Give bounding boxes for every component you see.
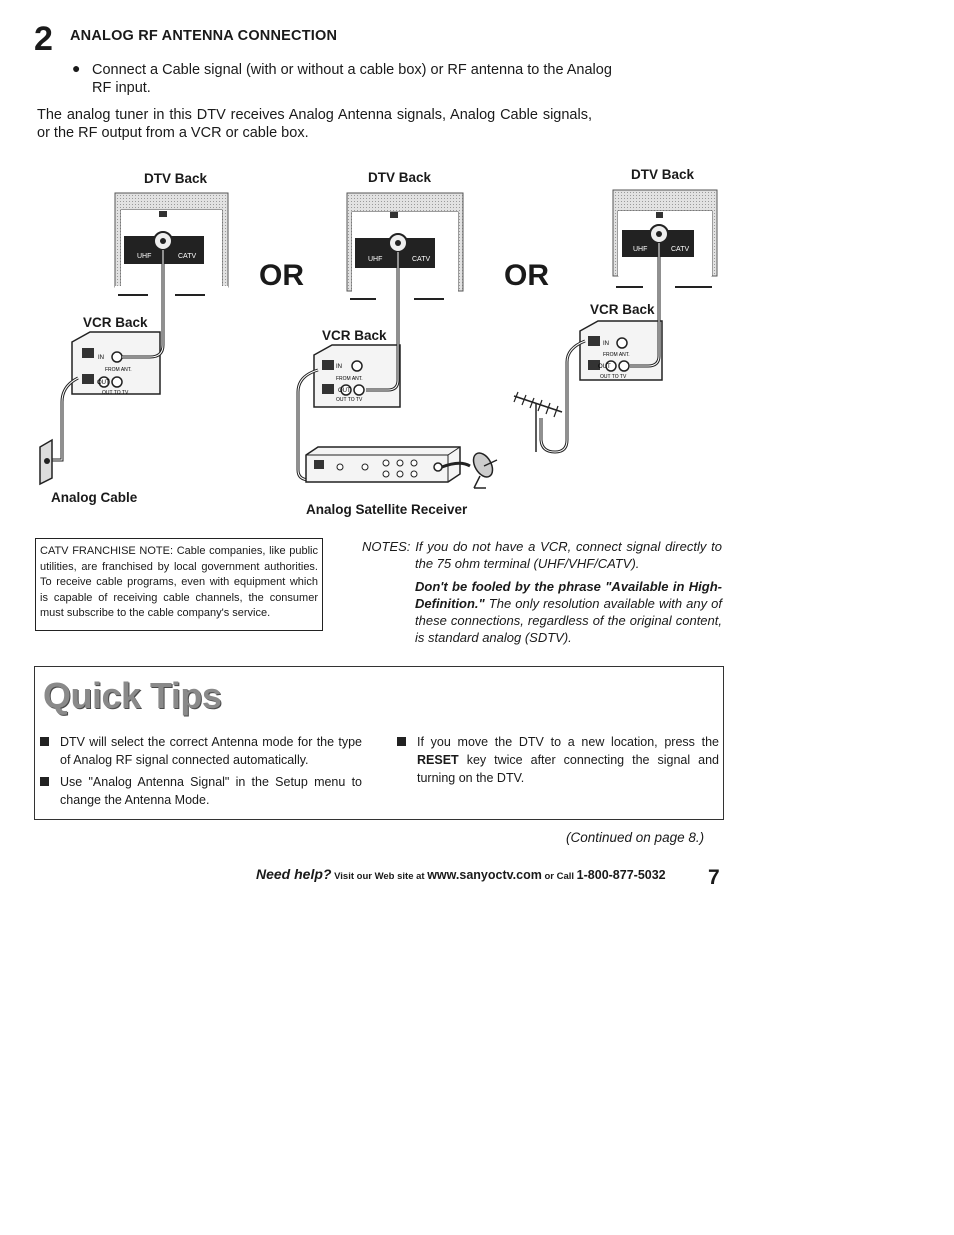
tip-3-text: If you move the DTV to a new location, p… — [397, 733, 719, 787]
vcr-3: IN FROM ANT. OUT OUT TO TV — [579, 320, 663, 381]
satellite-dish-icon — [472, 452, 498, 489]
or-label-2: OR — [504, 259, 549, 292]
dtv-panel-1: UHF CATV — [114, 192, 229, 296]
notes-bold-phrase: Don't be fooled by the phrase "Available… — [415, 579, 722, 611]
vcr-from-ant-label-3: FROM ANT. — [603, 352, 630, 358]
tip-2: Use "Analog Antenna Signal" in the Setup… — [40, 773, 362, 809]
phone-number: 1-800-877-5032 — [576, 868, 666, 882]
vcr-out-label-2: OUT — [338, 388, 351, 394]
bullet-square-icon — [40, 737, 49, 746]
vcr-back-label-1: VCR Back — [83, 315, 148, 330]
catv-label-3: CATV — [671, 246, 689, 253]
need-help-label: Need help? — [256, 866, 332, 882]
tip-1: DTV will select the correct Antenna mode… — [40, 733, 362, 769]
vcr-from-ant-label-1: FROM ANT. — [105, 367, 132, 373]
dtv-back-label-1: DTV Back — [144, 171, 208, 186]
connection-diagrams: UHF CATV IN FROM ANT. OUT OUT TO TV UHF … — [39, 189, 718, 489]
vcr-in-label-2: IN — [336, 364, 342, 370]
vcr-2: IN FROM ANT. OUT OUT TO TV — [313, 344, 401, 408]
catv-franchise-note: CATV FRANCHISE NOTE: Cable companies, li… — [35, 538, 323, 631]
vcr-out-to-tv-label-2: OUT TO TV — [336, 397, 363, 403]
tip-1-text: DTV will select the correct Antenna mode… — [60, 735, 362, 767]
dtv-back-label-3: DTV Back — [631, 167, 695, 182]
analog-cable-label: Analog Cable — [51, 490, 138, 505]
vcr-out-to-tv-label-1: OUT TO TV — [102, 390, 129, 396]
dtv-back-label-2: DTV Back — [368, 170, 432, 185]
vcr-1: IN FROM ANT. OUT OUT TO TV — [71, 331, 161, 396]
uhf-label-3: UHF — [633, 246, 647, 253]
vcr-out-label-3: OUT — [598, 364, 611, 370]
quick-tips-title: Quick Tips — [43, 675, 222, 716]
vcr-out-label-1: OUT — [97, 380, 110, 386]
vcr-in-label-1: IN — [98, 355, 104, 361]
step-number: 2 — [34, 20, 53, 58]
dtv-panel-2: UHF CATV — [346, 192, 464, 300]
notes-line-1: NOTES: If you do not have a VCR, connect… — [362, 539, 722, 571]
intro-paragraph: The analog tuner in this DTV receives An… — [37, 107, 592, 141]
tip-3: If you move the DTV to a new location, p… — [397, 733, 719, 787]
continued-note: (Continued on page 8.) — [566, 830, 705, 845]
wall-outlet — [39, 438, 53, 486]
website-link[interactable]: www.sanyoctv.com — [427, 868, 542, 882]
section-heading: ANALOG RF ANTENNA CONNECTION — [70, 28, 338, 44]
uhf-label-1: UHF — [137, 253, 151, 260]
bullet-square-icon — [397, 737, 406, 746]
tip-3-pre: If you move the DTV to a new location, p… — [417, 735, 719, 749]
notes-block: NOTES: If you do not have a VCR, connect… — [362, 538, 722, 646]
catv-label-2: CATV — [412, 256, 430, 263]
vcr-back-label-2: VCR Back — [322, 328, 387, 343]
vcr-in-label-3: IN — [603, 341, 609, 347]
vcr-from-ant-label-2: FROM ANT. — [336, 376, 363, 382]
tip-2-text: Use "Analog Antenna Signal" in the Setup… — [60, 775, 362, 807]
vcr-out-to-tv-label-3: OUT TO TV — [600, 374, 627, 380]
help-footer: Need help? Visit our Web site at www.san… — [256, 866, 666, 882]
tip-3-post: key twice after connecting the signal an… — [417, 753, 719, 785]
rf-antenna-icon — [513, 391, 563, 452]
analog-satellite-receiver-label: Analog Satellite Receiver — [306, 502, 468, 517]
bullet-text: Connect a Cable signal (with or without … — [92, 62, 612, 96]
uhf-label-2: UHF — [368, 256, 382, 263]
visit-text: Visit our Web site at — [331, 871, 428, 882]
bullet-square-icon — [40, 777, 49, 786]
bullet-marker: ● — [72, 60, 81, 76]
notes-line-2-rest: The only resolution available with any o… — [415, 596, 722, 645]
or-label-1: OR — [259, 259, 304, 292]
vcr-back-label-3: VCR Back — [590, 302, 655, 317]
reset-key-label: RESET — [417, 753, 459, 767]
catv-label-1: CATV — [178, 253, 196, 260]
page-number: 7 — [708, 866, 720, 889]
or-call-text: or Call — [541, 871, 577, 882]
quick-tips-box: Quick Tips DTV will select the correct A… — [34, 666, 724, 820]
satellite-receiver — [305, 446, 461, 483]
dtv-panel-3: UHF CATV — [612, 189, 718, 288]
notes-line-2: Don't be fooled by the phrase "Available… — [362, 578, 722, 646]
